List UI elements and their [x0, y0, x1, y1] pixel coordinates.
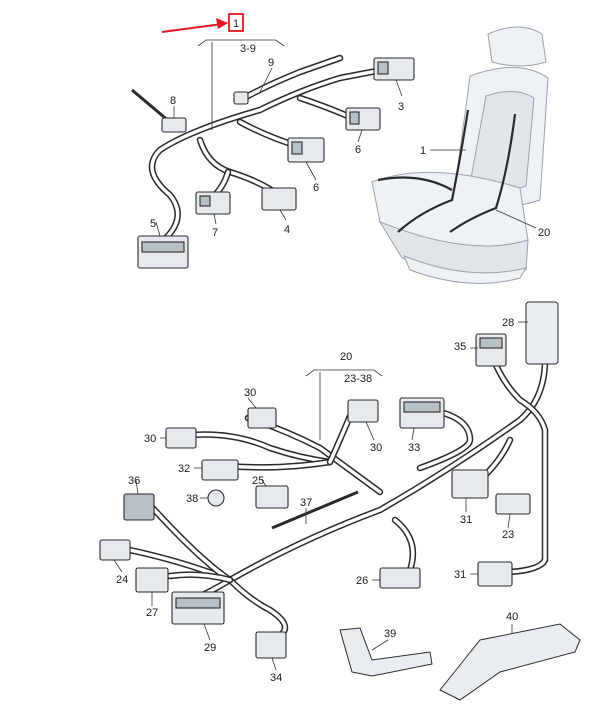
connector-7: [195, 191, 231, 215]
connector-23: [495, 493, 531, 515]
connector-4: [261, 187, 297, 211]
highlight-arrow: [161, 18, 228, 33]
label-range-top: 3-9: [240, 43, 256, 55]
seat-illustration: [371, 26, 549, 284]
connector-36: [123, 493, 155, 521]
connector-32: [201, 459, 239, 481]
label-20-bottom: 20: [340, 351, 352, 363]
group-bracket-top: [197, 39, 285, 130]
label-29: 29: [204, 642, 216, 654]
label-25: 25: [252, 475, 264, 487]
connector-9: [233, 91, 249, 105]
label-5: 5: [150, 218, 156, 230]
label-7: 7: [212, 227, 218, 239]
connector-8: [161, 117, 187, 133]
harness-top-wires: [131, 54, 386, 249]
connector-28: [525, 301, 559, 365]
connector-38: [207, 489, 225, 507]
connector-34: [255, 631, 287, 659]
connector-30-b: [347, 399, 379, 423]
connector-31-a: [451, 469, 489, 499]
connector-33: [399, 397, 445, 429]
label-range-bottom: 23-38: [344, 373, 372, 385]
label-35: 35: [454, 341, 466, 353]
label-28: 28: [502, 317, 514, 329]
connector-3: [373, 57, 415, 81]
group-bracket-bottom: [305, 369, 383, 440]
connector-30-c: [165, 427, 197, 449]
connector-5: [137, 235, 189, 269]
connector-24: [99, 539, 131, 561]
connector-29: [171, 591, 225, 625]
label-31-b: 31: [454, 569, 466, 581]
label-9: 9: [268, 57, 274, 69]
label-33: 33: [408, 442, 420, 454]
label-37: 37: [300, 497, 312, 509]
label-23: 23: [502, 529, 514, 541]
label-3: 3: [398, 101, 404, 113]
label-32: 32: [178, 463, 190, 475]
label-20-seat: 20: [538, 227, 550, 239]
label-part-1-top: 1: [233, 18, 239, 30]
connector-27: [135, 567, 169, 593]
label-38: 38: [186, 493, 198, 505]
label-1-seat: 1: [420, 145, 426, 157]
label-26: 26: [356, 575, 368, 587]
label-36: 36: [128, 475, 140, 487]
connector-31-b: [477, 561, 513, 587]
label-4: 4: [284, 224, 290, 236]
label-40: 40: [506, 611, 518, 623]
label-30-c: 30: [144, 433, 156, 445]
highlight-box: [228, 13, 244, 32]
connector-6-lower: [287, 137, 325, 163]
callout-labels: 1 3-9 20 23-38 3 4 5 6 6 7 8 9 1 20 28 3…: [116, 18, 550, 684]
connector-25: [255, 485, 289, 509]
connector-35: [475, 333, 507, 367]
label-30-b: 30: [370, 442, 382, 454]
bracket-40: [439, 623, 581, 701]
label-30-a: 30: [244, 387, 256, 399]
label-24: 24: [116, 574, 128, 586]
label-34: 34: [270, 672, 282, 684]
label-8: 8: [170, 95, 176, 107]
connector-30-a: [247, 407, 277, 429]
leader-lines: [113, 67, 537, 671]
label-6-upper: 6: [355, 144, 361, 156]
connector-26: [379, 567, 421, 589]
bracket-39: [339, 627, 433, 677]
label-6-lower: 6: [313, 182, 319, 194]
label-39: 39: [384, 628, 396, 640]
label-27: 27: [146, 607, 158, 619]
connector-6-upper: [345, 107, 381, 131]
label-31-a: 31: [460, 514, 472, 526]
